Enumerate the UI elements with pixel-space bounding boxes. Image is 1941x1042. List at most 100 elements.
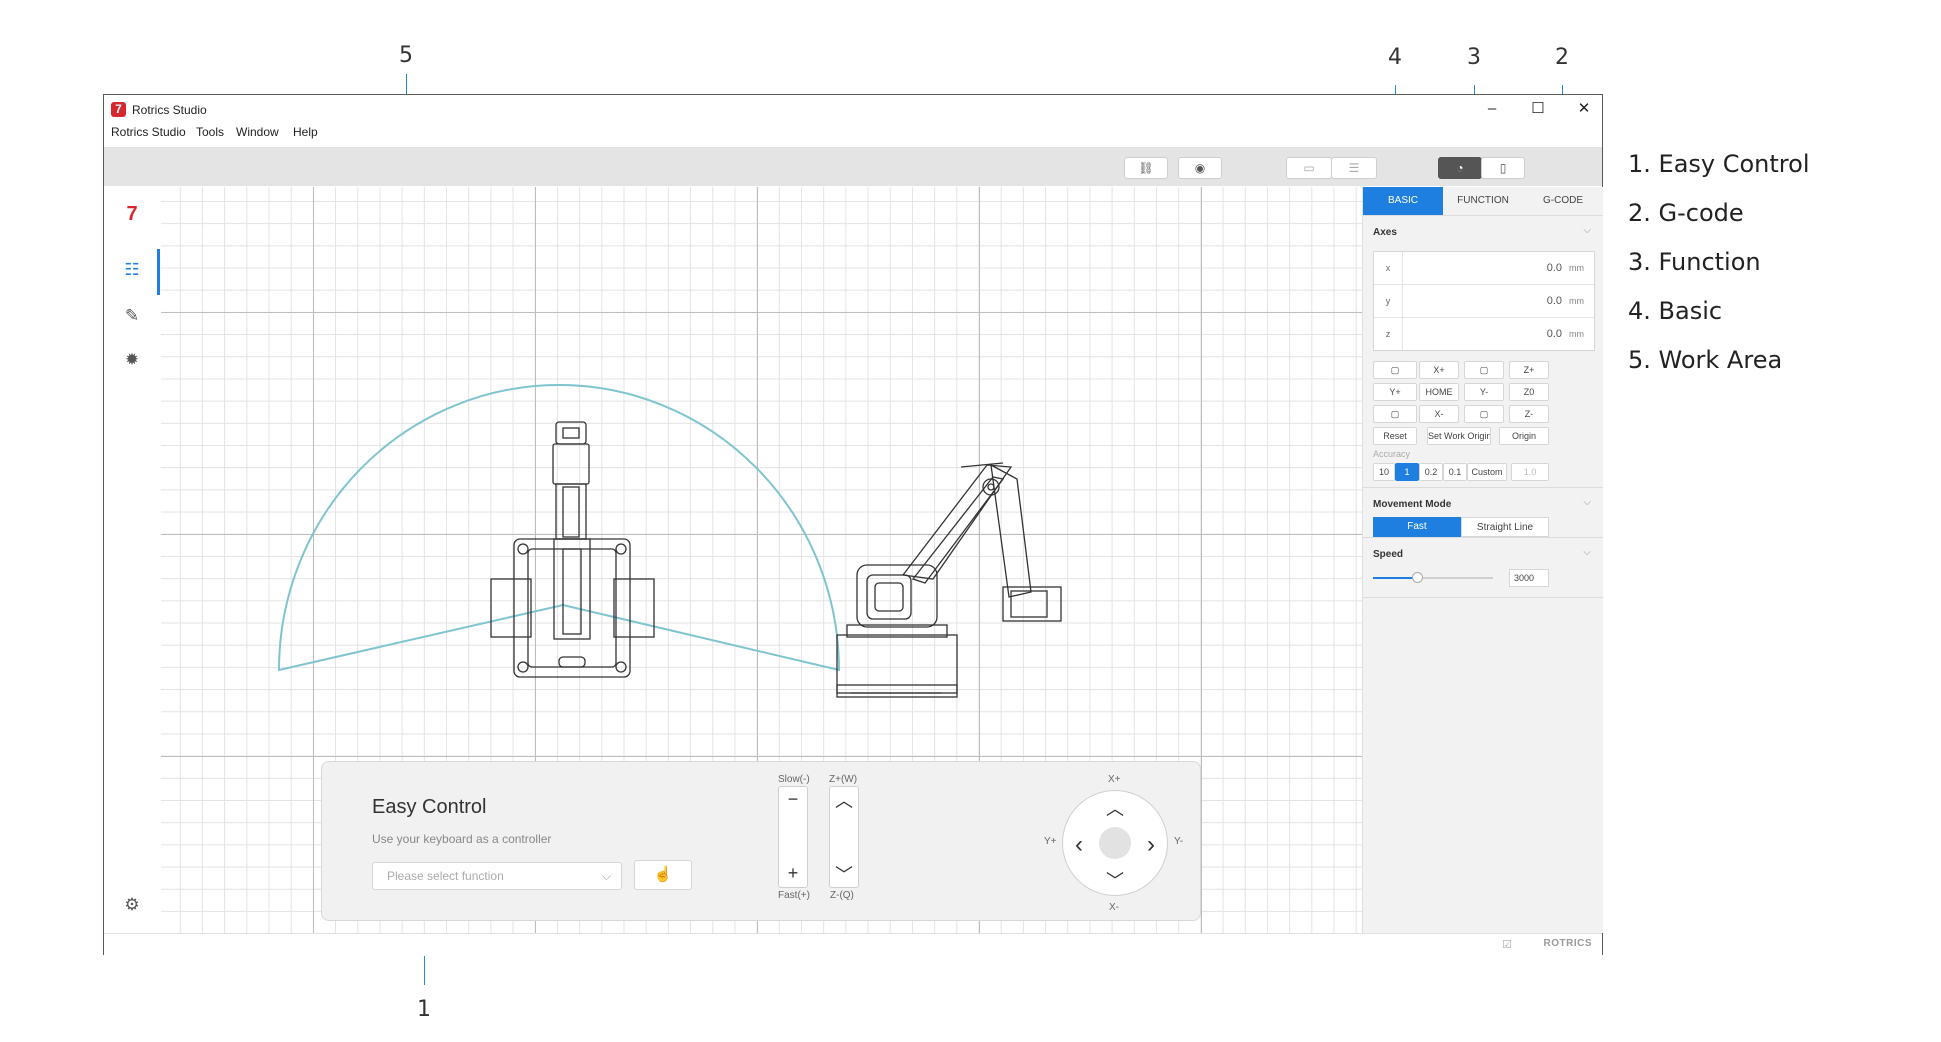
joystick-up-arrow-icon[interactable]: ︿ [1106,799,1124,819]
menu-window[interactable]: Window [236,125,279,139]
list-icon[interactable]: ☰ [1331,157,1377,179]
sidebar-active-indicator [157,249,160,295]
tab-gcode[interactable]: G-CODE [1523,187,1603,216]
movement-straight-line-option[interactable]: Straight Line [1461,517,1549,537]
jog-z-zero-button[interactable]: Z0 [1509,383,1549,401]
callout-number-2: 2 [1555,45,1569,70]
stop-icon[interactable]: ◉ [1178,157,1222,179]
work-range-outline [277,384,841,672]
axes-readout: x 0.0 mm y 0.0 mm z 0.0 mm [1373,251,1595,351]
title-bar: 7 Rotrics Studio – ☐ ✕ [104,95,1602,121]
origin-button[interactable]: Origin [1499,427,1549,445]
hand-pointer-button[interactable]: ☝ [634,860,692,890]
tab-function[interactable]: FUNCTION [1443,187,1523,216]
set-work-origin-button[interactable]: Set Work Origin [1427,427,1491,445]
tab-basic[interactable]: BASIC [1363,187,1443,216]
axes-collapse-chevron-icon[interactable]: ⌵ [1583,225,1591,236]
jog-z-minus-button[interactable]: Z- [1509,405,1549,423]
axis-row-x: x 0.0 mm [1374,252,1594,285]
speed-input[interactable]: 3000 [1509,569,1549,587]
reset-button[interactable]: Reset [1373,427,1417,445]
close-button[interactable]: ✕ [1577,100,1591,117]
pen-draw-icon[interactable]: ✎ [124,306,140,325]
maximize-button[interactable]: ☐ [1531,100,1545,117]
control-sliders-icon[interactable]: ☷ [124,260,140,279]
joystick-y-minus-label: Y- [1174,836,1184,847]
joystick-x-plus-label: X+ [1108,774,1121,785]
hand-pointer-icon: ☝ [653,866,673,883]
menu-tools[interactable]: Tools [196,125,225,139]
movement-collapse-chevron-icon[interactable]: ⌵ [1583,497,1591,508]
legend-item-function: 3. Function [1628,248,1761,276]
jog-home-button[interactable]: HOME [1419,383,1459,401]
camera-icon[interactable]: ▭ [1286,157,1332,179]
axis-row-z: z 0.0 mm [1374,318,1594,350]
accuracy-option-1[interactable]: 1 [1395,463,1419,481]
slower-button[interactable]: − [787,789,799,809]
axis-unit: mm [1569,329,1584,339]
status-bar: ☑ ROTRICS [104,933,1602,956]
z-up-button[interactable]: ︿ [835,791,853,811]
laser-icon[interactable]: ✹ [124,350,140,369]
function-select[interactable]: Please select function ⌵ [372,862,622,890]
axis-value[interactable]: 0.0 [1546,328,1562,340]
axis-unit: mm [1569,263,1584,273]
slow-label: Slow(-) [778,774,810,785]
accuracy-option-10[interactable]: 10 [1373,463,1395,481]
robot-drawing [277,384,1062,698]
speed-slider-handle[interactable] [1412,572,1424,583]
panel-tabs: BASIC FUNCTION G-CODE [1363,187,1603,216]
section-divider [1363,487,1603,488]
left-sidebar: 7 ☷ ✎ ✹ ⚙ [104,187,162,933]
joystick-knob[interactable] [1099,827,1131,859]
accuracy-option-0-2[interactable]: 0.2 [1419,463,1443,481]
axis-label: y [1374,285,1403,317]
menu-help[interactable]: Help [293,125,318,139]
jog-corner-button[interactable]: ▢ [1464,405,1504,423]
jog-z-plus-button[interactable]: Z+ [1509,361,1549,379]
easy-control-subtitle: Use your keyboard as a controller [372,832,552,846]
menu-rotrics-studio[interactable]: Rotrics Studio [111,125,186,139]
joystick-y-plus-label: Y+ [1044,836,1057,847]
callout-number-4: 4 [1388,45,1402,70]
axis-value[interactable]: 0.0 [1546,262,1562,274]
minimize-button[interactable]: – [1487,100,1497,117]
work-area[interactable]: Easy Control Use your keyboard as a cont… [161,187,1362,933]
speed-collapse-chevron-icon[interactable]: ⌵ [1583,547,1591,558]
xy-joystick[interactable]: ︿ ﹀ ‹ › [1062,790,1168,896]
accuracy-option-custom[interactable]: Custom [1467,463,1507,481]
rotrics-logo-icon[interactable]: 7 [126,203,138,225]
section-divider [1363,537,1603,538]
faster-button[interactable]: + [787,863,799,883]
joystick-right-arrow-icon[interactable]: › [1147,831,1155,858]
jog-y-minus-button[interactable]: Y- [1464,383,1504,401]
app-logo-icon: 7 [111,102,126,117]
jog-x-minus-button[interactable]: X- [1419,405,1459,423]
callout-number-1: 1 [417,997,431,1022]
joystick-left-arrow-icon[interactable]: ‹ [1075,831,1083,858]
movement-fast-option[interactable]: Fast [1373,517,1461,537]
custom-accuracy-input[interactable]: 1.0 [1511,463,1549,481]
control-panel: BASIC FUNCTION G-CODE Axes ⌵ x 0.0 mm y … [1362,187,1603,933]
axis-value[interactable]: 0.0 [1546,295,1562,307]
speed-slider-track[interactable] [1373,577,1493,579]
z-down-button[interactable]: ﹀ [835,865,853,885]
z-adjust-bar[interactable]: ︿ ﹀ [829,786,859,888]
function-select-placeholder: Please select function [387,869,504,883]
jog-y-plus-button[interactable]: Y+ [1373,383,1417,401]
settings-gear-icon[interactable]: ⚙ [124,895,140,914]
accuracy-option-0-1[interactable]: 0.1 [1443,463,1467,481]
notification-icon[interactable]: ☑ [1502,939,1512,951]
link-icon[interactable]: ⛓ [1124,157,1168,179]
joystick-x-minus-label: X- [1109,902,1119,913]
book-icon[interactable]: ▯ [1481,157,1525,179]
jog-x-plus-button[interactable]: X+ [1419,361,1459,379]
jog-corner-button[interactable]: ▢ [1464,361,1504,379]
jog-corner-button[interactable]: ▢ [1373,405,1417,423]
jog-corner-button[interactable]: ▢ [1373,361,1417,379]
window-title: Rotrics Studio [132,103,207,117]
speed-adjust-bar[interactable]: − + [778,786,808,888]
joystick-down-arrow-icon[interactable]: ﹀ [1106,871,1124,891]
app-window: 7 Rotrics Studio – ☐ ✕ Rotrics Studio To… [103,94,1603,956]
gauge-icon[interactable]: ◔ [1438,157,1482,179]
